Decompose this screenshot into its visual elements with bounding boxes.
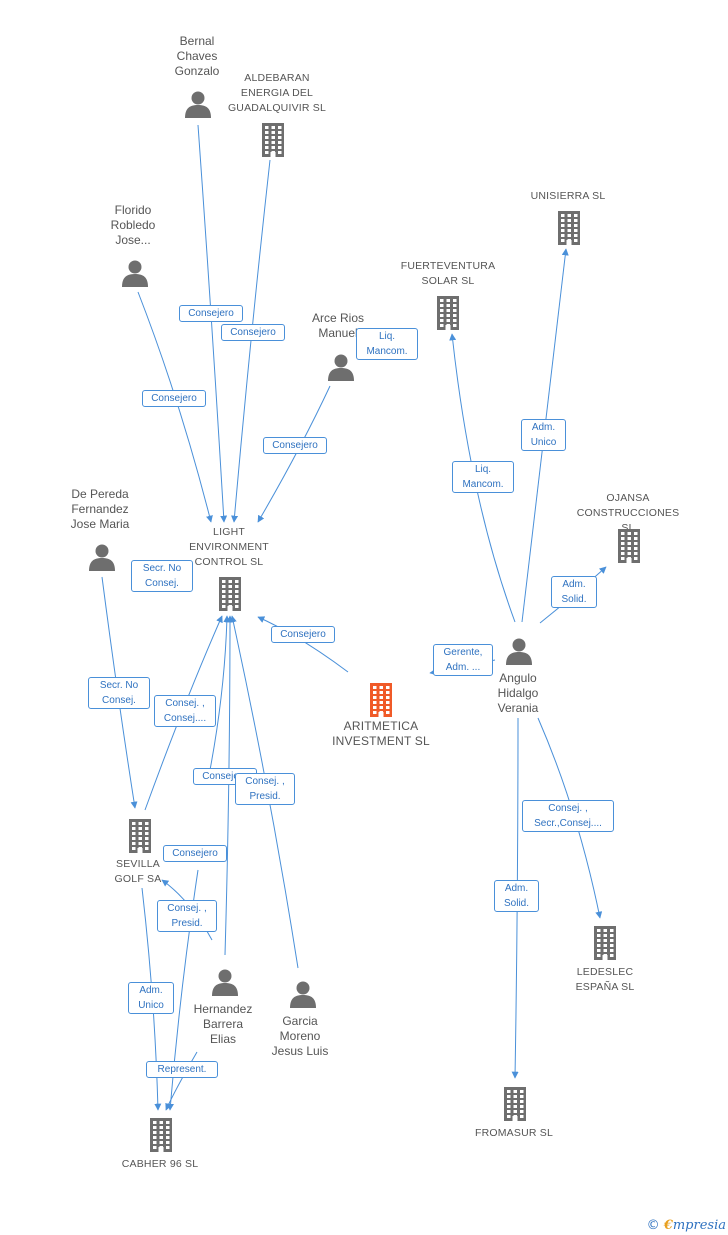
node-cabher[interactable]: CABHER 96 SL	[122, 1157, 199, 1172]
edge-label: Consejero	[221, 324, 285, 341]
building-icon	[433, 296, 463, 330]
node-florido[interactable]: Florido Robledo Jose...	[111, 203, 156, 248]
node-label: FUERTEVENTURA SOLAR SL	[400, 260, 496, 287]
node-label: Hernandez Barrera Elias	[193, 1002, 253, 1046]
copyright-symbol: ©	[646, 1218, 660, 1233]
node-arce[interactable]: Arce Rios Manuel	[312, 311, 364, 341]
edge-line	[197, 124, 228, 523]
person-icon	[211, 968, 239, 996]
node-label: Angulo Hidalgo Verania	[497, 671, 539, 715]
edge-line	[231, 159, 271, 523]
edge-label: Adm. Solid.	[494, 880, 539, 912]
edge-label: Adm. Unico	[521, 419, 566, 451]
edge-label: Secr. No Consej.	[131, 560, 193, 592]
node-light[interactable]: LIGHT ENVIRONMENT CONTROL SL	[189, 525, 269, 570]
building-icon	[146, 1118, 176, 1152]
node-fromasur[interactable]: FROMASUR SL	[475, 1126, 553, 1141]
edge-label: Consej. , Presid.	[235, 773, 295, 805]
building-icon	[215, 577, 245, 611]
node-label: FROMASUR SL	[474, 1127, 554, 1139]
building-icon	[500, 1087, 530, 1121]
person-icon	[88, 543, 116, 571]
node-bernal[interactable]: Bernal Chaves Gonzalo	[175, 34, 220, 79]
building-icon	[590, 926, 620, 960]
person-icon	[121, 259, 149, 287]
footer-brand: © €mpresia	[647, 1218, 726, 1233]
node-label: Garcia Moreno Jesus Luis	[271, 1014, 329, 1058]
node-sevilla[interactable]: SEVILLA GOLF SA	[115, 857, 162, 887]
building-icon	[614, 529, 644, 563]
node-label: SEVILLA GOLF SA	[114, 858, 162, 885]
node-label: ARITMETICA INVESTMENT SL	[332, 719, 430, 748]
edge-line	[137, 291, 213, 523]
person-icon	[327, 353, 355, 381]
edge-line	[224, 615, 234, 956]
node-label: OJANSA CONSTRUCCIONES SL	[576, 492, 680, 534]
node-label: De Pereda Fernandez Jose Maria	[70, 487, 130, 531]
node-angulo[interactable]: Angulo Hidalgo Verania	[498, 671, 539, 716]
node-label: UNISIERRA SL	[530, 190, 606, 202]
person-icon	[289, 980, 317, 1008]
edge-label: Represent.	[146, 1061, 218, 1078]
edge-label: Liq. Mancom.	[452, 461, 514, 493]
node-label: LEDESLEC ESPAÑA SL	[575, 966, 635, 993]
edge-label: Consej. , Secr.,Consej....	[522, 800, 614, 832]
edge-label: Consejero	[263, 437, 327, 454]
edge-line	[257, 385, 331, 523]
edge-label: Secr. No Consej.	[88, 677, 150, 709]
building-icon	[258, 123, 288, 157]
building-icon	[554, 211, 584, 245]
building-icon	[366, 683, 396, 717]
node-garcia[interactable]: Garcia Moreno Jesus Luis	[272, 1014, 329, 1059]
brand-name: mpresia	[672, 1218, 726, 1233]
node-aldebaran[interactable]: ALDEBARAN ENERGIA DEL GUADALQUIVIR SL	[228, 71, 326, 116]
edge-label: Gerente, Adm. ...	[433, 644, 493, 676]
node-aritmetica[interactable]: ARITMETICA INVESTMENT SL	[332, 719, 430, 749]
node-fuerteventura[interactable]: FUERTEVENTURA SOLAR SL	[401, 259, 496, 289]
edge-label: Consejero	[142, 390, 206, 407]
edge-label: Consejero	[163, 845, 227, 862]
node-label: Arce Rios Manuel	[311, 311, 365, 340]
node-hernandez[interactable]: Hernandez Barrera Elias	[194, 1002, 253, 1047]
edge-label: Adm. Unico	[128, 982, 174, 1014]
node-label: CABHER 96 SL	[121, 1158, 199, 1170]
edge-label: Liq. Mancom.	[356, 328, 418, 360]
node-ojansa[interactable]: OJANSA CONSTRUCCIONES SL	[577, 491, 680, 536]
edge-label: Consejero	[271, 626, 335, 643]
person-icon	[184, 90, 212, 118]
person-icon	[505, 637, 533, 665]
node-label: Florido Robledo Jose...	[110, 203, 156, 247]
node-unisierra[interactable]: UNISIERRA SL	[531, 189, 606, 204]
node-depereda[interactable]: De Pereda Fernandez Jose Maria	[71, 487, 130, 532]
brand-logo-icon: €	[663, 1218, 673, 1233]
edge-label: Consejero	[179, 305, 243, 322]
node-ledeslec[interactable]: LEDESLEC ESPAÑA SL	[576, 965, 635, 995]
node-label: ALDEBARAN ENERGIA DEL GUADALQUIVIR SL	[227, 72, 327, 114]
edge-label: Adm. Solid.	[551, 576, 597, 608]
building-icon	[125, 819, 155, 853]
edge-label: Consej. , Presid.	[157, 900, 217, 932]
edge-line	[209, 615, 231, 771]
node-label: Bernal Chaves Gonzalo	[174, 34, 220, 78]
edge-label: Consej. , Consej....	[154, 695, 216, 727]
node-label: LIGHT ENVIRONMENT CONTROL SL	[189, 526, 269, 568]
